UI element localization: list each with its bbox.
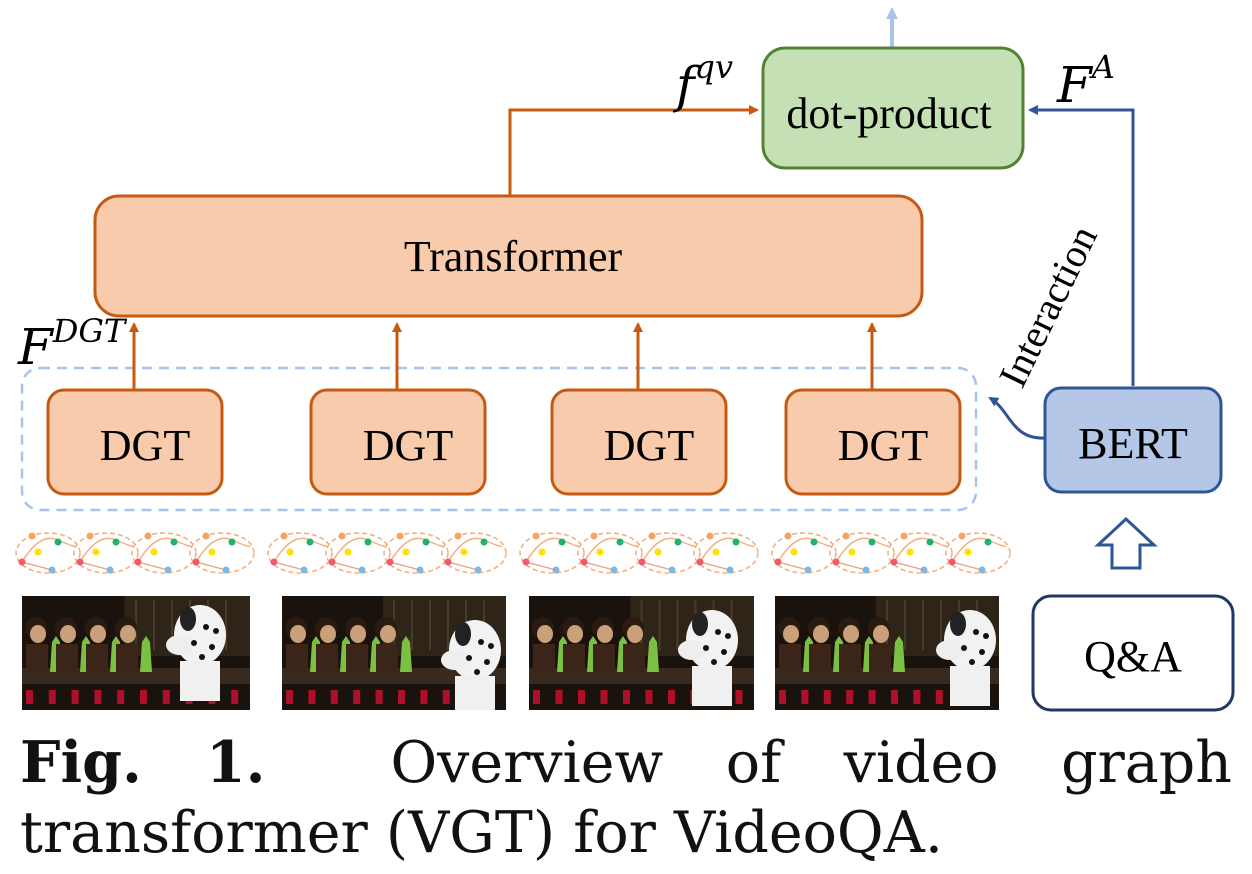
video-frame-thumbnail <box>22 596 250 710</box>
hollow-up-arrow <box>1094 516 1158 570</box>
dot-product-label: dot-product <box>786 89 991 138</box>
dot-product-node: dot-product <box>761 46 1025 170</box>
scene-graph-icon <box>325 532 391 574</box>
interaction-label: Interaction <box>990 219 1106 394</box>
figure-caption-text: Overview of video graph transformer (VGT… <box>20 730 1232 866</box>
scene-graph-icon <box>441 532 507 574</box>
dgt-group-box <box>20 366 978 512</box>
video-frame-strips <box>22 596 999 710</box>
f-qv-label: fqv <box>672 48 733 114</box>
video-frame-thumbnail <box>282 596 506 710</box>
scene-graph-strip <box>267 532 507 574</box>
scene-graph-icon <box>189 532 255 574</box>
scene-graph-strip <box>519 532 759 574</box>
scene-graph-icon <box>887 532 953 574</box>
video-frame-thumbnail <box>529 596 754 710</box>
dgt-node-2: DGT <box>309 388 487 496</box>
dgt-label: DGT <box>838 421 929 470</box>
dgt-node-3: DGT <box>550 388 728 496</box>
scene-graph-icon <box>15 532 81 574</box>
scene-graph-strip <box>15 532 255 574</box>
f-dgt-label: FDGT <box>17 312 128 376</box>
qa-node: Q&A <box>1031 594 1235 712</box>
dgt-label: DGT <box>604 421 695 470</box>
video-frame-thumbnail <box>775 596 999 710</box>
transformer-to-dot-product-arrow <box>508 105 759 196</box>
scene-graph-icon <box>577 532 643 574</box>
dgt-label: DGT <box>100 421 191 470</box>
transformer-node: Transformer <box>93 194 924 318</box>
scene-graph-icon <box>771 532 837 574</box>
bert-node: BERT <box>1043 386 1223 494</box>
transformer-label: Transformer <box>404 232 623 281</box>
f-a-label: FA <box>1056 48 1115 114</box>
dgt-label: DGT <box>363 421 454 470</box>
scene-graph-icon <box>73 532 139 574</box>
scene-graph-icon <box>267 532 333 574</box>
scene-graph-icon <box>945 532 1011 574</box>
figure-caption: Fig. 1. Overview of video graph transfor… <box>20 728 1232 868</box>
scene-graph-icon <box>383 532 449 574</box>
scene-graph-strips <box>15 532 1011 574</box>
scene-graph-icon <box>131 532 197 574</box>
dgt-node-4: DGT <box>784 388 962 496</box>
qa-label: Q&A <box>1084 632 1182 681</box>
figure-label: Fig. 1. <box>20 729 266 796</box>
scene-graph-icon <box>519 532 585 574</box>
bert-to-dot-product-arrow <box>1028 105 1135 386</box>
scene-graph-icon <box>635 532 701 574</box>
bert-label: BERT <box>1078 419 1188 468</box>
scene-graph-strip <box>771 532 1011 574</box>
scene-graph-icon <box>693 532 759 574</box>
dgt-node-1: DGT <box>46 388 224 496</box>
interaction-arrow <box>988 396 1046 440</box>
scene-graph-icon <box>829 532 895 574</box>
